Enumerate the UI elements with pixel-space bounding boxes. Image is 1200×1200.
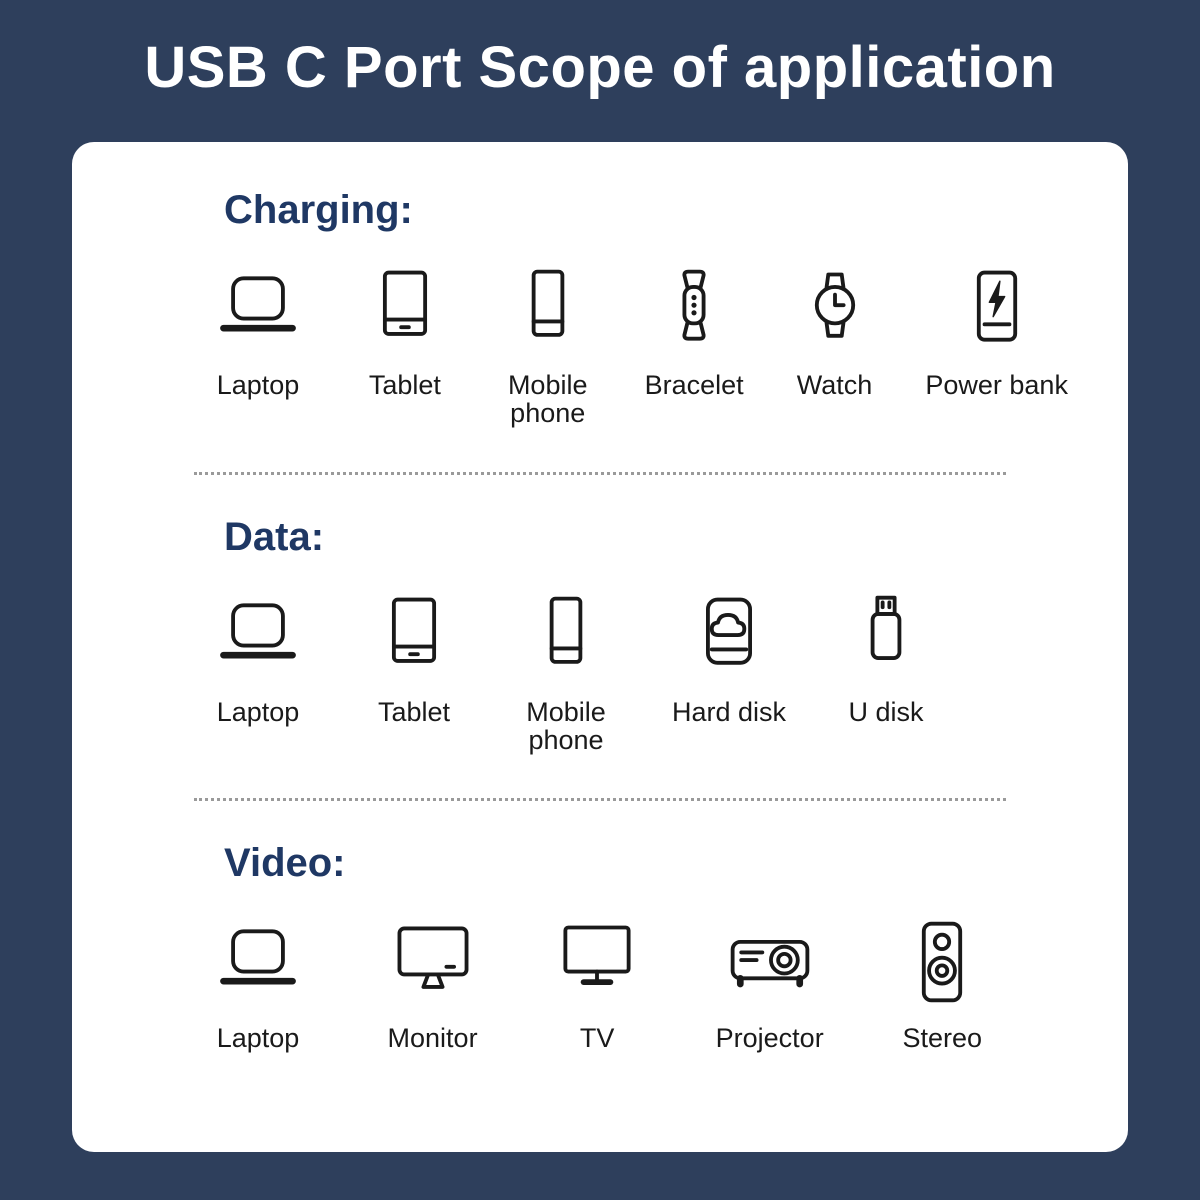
device-label: Stereo: [902, 1023, 983, 1054]
device-item-tablet: Tablet: [368, 586, 460, 726]
device-item-tablet: Tablet: [359, 259, 451, 399]
device-label: Mobile phone: [507, 370, 588, 429]
device-item-watch: Watch: [789, 259, 881, 399]
device-item-laptop: Laptop: [202, 259, 314, 399]
section-divider: [194, 798, 1006, 802]
section-charging: Charging: Laptop Tablet Mobile phone Bra…: [132, 188, 1068, 428]
device-label: Projector: [715, 1023, 824, 1054]
device-item-tv: TV: [551, 912, 643, 1054]
bracelet-icon: [648, 259, 740, 355]
device-item-laptop: Laptop: [202, 586, 314, 726]
device-item-stereo: Stereo: [896, 912, 988, 1054]
page-title: USB C Port Scope of application: [144, 35, 1056, 100]
tablet-icon: [368, 586, 460, 682]
device-item-u-disk: U disk: [840, 586, 932, 726]
device-label: Monitor: [387, 1023, 478, 1054]
tv-icon: [551, 912, 643, 1008]
charging-items-row: Laptop Tablet Mobile phone Bracelet Watc…: [202, 259, 1068, 428]
device-label: U disk: [848, 696, 924, 727]
data-items-row: Laptop Tablet Mobile phone Hard disk U d…: [202, 586, 932, 755]
projector-icon: [724, 912, 816, 1008]
device-item-laptop: Laptop: [202, 912, 314, 1054]
device-label: Tablet: [377, 696, 451, 727]
section-heading-data: Data:: [224, 514, 325, 559]
section-heading-video: Video:: [224, 841, 346, 886]
device-item-mobile-phone: Mobile phone: [514, 586, 618, 755]
device-label: Power bank: [925, 370, 1068, 400]
mobile-phone-icon: [520, 586, 612, 682]
device-label: Tablet: [368, 370, 441, 400]
u-disk-icon: [840, 586, 932, 682]
device-item-projector: Projector: [715, 912, 824, 1054]
device-item-monitor: Monitor: [387, 912, 479, 1054]
monitor-icon: [387, 912, 479, 1008]
device-label: TV: [579, 1023, 615, 1054]
device-item-mobile-phone: Mobile phone: [496, 259, 600, 428]
device-label: Laptop: [216, 370, 300, 400]
device-item-power-bank: Power bank: [925, 259, 1068, 399]
device-label: Mobile phone: [526, 696, 606, 756]
hard-disk-icon: [683, 586, 775, 682]
section-video: Video: Laptop Monitor TV Projector Stere…: [132, 801, 1068, 1052]
section-data: Data: Laptop Tablet Mobile phone Hard di…: [132, 475, 1068, 755]
section-heading-charging: Charging:: [224, 188, 413, 232]
device-item-bracelet: Bracelet: [645, 259, 744, 399]
section-divider: [194, 471, 1006, 475]
tablet-icon: [359, 259, 451, 355]
device-label: Bracelet: [644, 370, 744, 400]
power-bank-icon: [951, 259, 1043, 355]
device-label: Watch: [796, 370, 873, 400]
device-label: Laptop: [216, 1023, 300, 1054]
device-label: Laptop: [216, 696, 300, 727]
watch-icon: [789, 259, 881, 355]
device-item-hard-disk: Hard disk: [672, 586, 786, 726]
content-card: Charging: Laptop Tablet Mobile phone Bra…: [72, 142, 1128, 1152]
stereo-icon: [896, 912, 988, 1008]
video-items-row: Laptop Monitor TV Projector Stereo: [202, 912, 988, 1054]
device-label: Hard disk: [672, 696, 787, 727]
laptop-icon: [202, 259, 314, 355]
mobile-phone-icon: [502, 259, 594, 355]
laptop-icon: [202, 912, 314, 1008]
laptop-icon: [202, 586, 314, 682]
